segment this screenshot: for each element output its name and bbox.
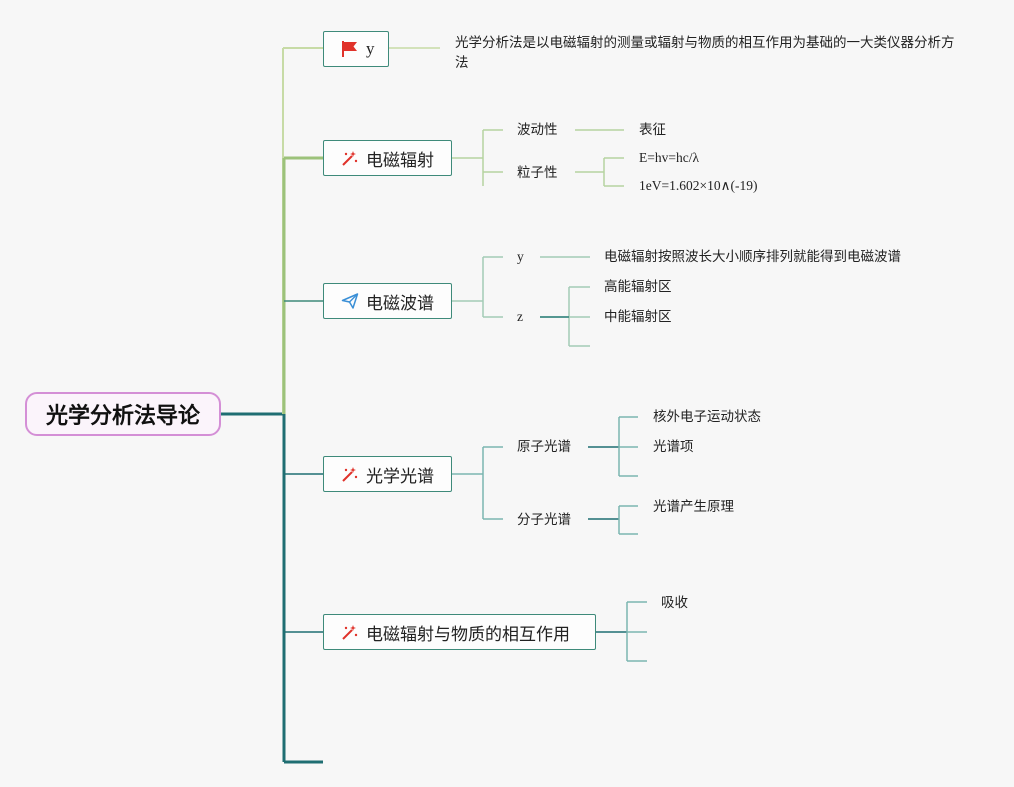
sparkle-wand-icon <box>340 148 360 168</box>
topic-spectrum-label: 电磁波谱 <box>366 293 434 314</box>
sparkle-wand-icon <box>340 464 360 484</box>
emr-particle-formula[interactable]: E=hv=hc/λ <box>639 150 700 165</box>
interaction-absorption[interactable]: 吸收 <box>661 595 688 611</box>
emr-particle-node[interactable]: 粒子性 <box>517 165 558 181</box>
emr-particle-ev[interactable]: 1eV=1.602×10∧(-19) <box>639 178 758 193</box>
topic-y-note: 光学分析法是以电磁辐射的测量或辐射与物质的相互作用为基础的一大类仪器分析方法 <box>455 35 955 71</box>
topic-interaction-label: 电磁辐射与物质的相互作用 <box>366 624 570 645</box>
topic-spectrum[interactable]: 电磁波谱 <box>323 283 452 319</box>
spectrum-high-energy[interactable]: 高能辐射区 <box>604 279 672 295</box>
topic-emr-label: 电磁辐射 <box>366 150 434 171</box>
spectrum-y-node[interactable]: y <box>517 249 524 264</box>
optical-atomic-electron[interactable]: 核外电子运动状态 <box>653 409 761 425</box>
spectrum-mid-energy[interactable]: 中能辐射区 <box>604 309 672 325</box>
topic-optical[interactable]: 光学光谱 <box>323 456 452 492</box>
emr-wave-node[interactable]: 波动性 <box>517 122 558 138</box>
spectrum-definition[interactable]: 电磁辐射按照波长大小顺序排列就能得到电磁波谱 <box>604 249 901 265</box>
paper-plane-icon <box>340 291 360 311</box>
spectrum-z-node[interactable]: z <box>517 309 523 324</box>
red-flag-icon <box>340 39 360 59</box>
optical-molecular-node[interactable]: 分子光谱 <box>517 512 571 528</box>
optical-molecular-principle[interactable]: 光谱产生原理 <box>653 499 734 515</box>
emr-wave-leaf[interactable]: 表征 <box>639 122 666 138</box>
sparkle-wand-icon <box>340 622 360 642</box>
topic-emr[interactable]: 电磁辐射 <box>323 140 452 176</box>
optical-atomic-term[interactable]: 光谱项 <box>653 439 694 455</box>
root-topic[interactable]: 光学分析法导论 <box>25 392 221 436</box>
topic-optical-label: 光学光谱 <box>366 466 434 487</box>
topic-y[interactable]: y <box>323 31 389 67</box>
topic-interaction[interactable]: 电磁辐射与物质的相互作用 <box>323 614 596 650</box>
topic-y-label: y <box>366 39 375 58</box>
root-topic-label: 光学分析法导论 <box>45 404 200 429</box>
optical-atomic-node[interactable]: 原子光谱 <box>517 439 571 455</box>
